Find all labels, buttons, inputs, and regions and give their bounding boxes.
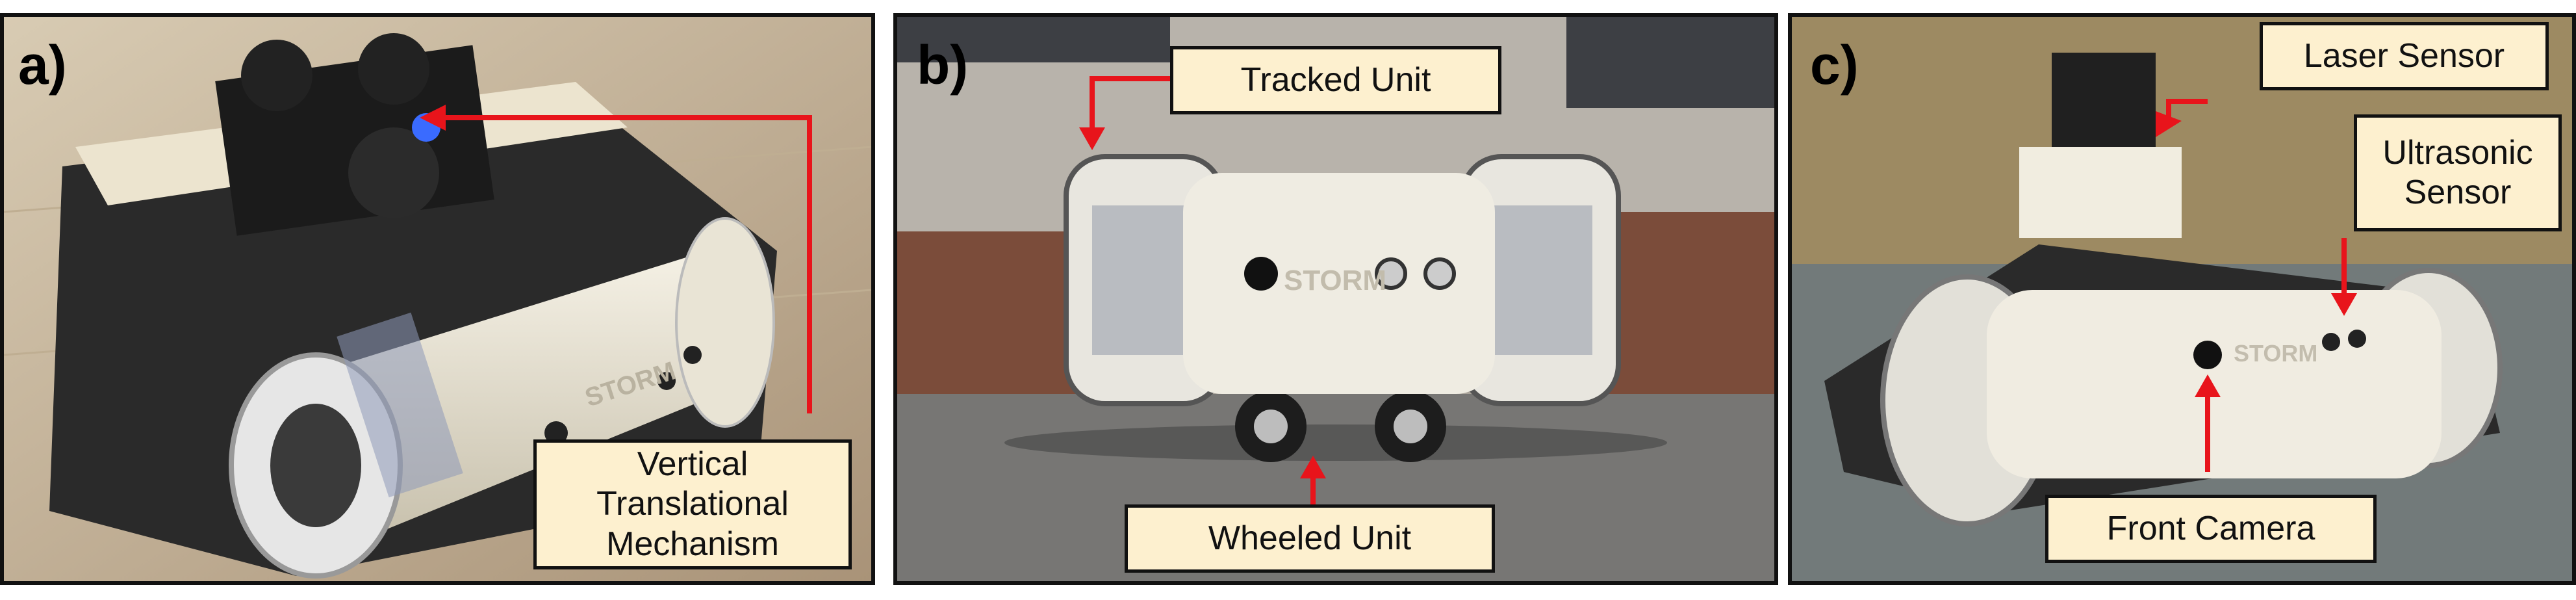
laser-sensor <box>2052 53 2156 153</box>
panel-b: STORM b) Tracked Unit Wheeled Unit <box>893 13 1778 585</box>
panel-c-label: c) <box>1810 34 1859 96</box>
callout-tracked-unit: Tracked Unit <box>1170 46 1501 114</box>
storm-logo: STORM <box>2234 340 2317 367</box>
robot-tube <box>1183 173 1495 394</box>
callout-laser-sensor: Laser Sensor <box>2260 22 2549 90</box>
panel-b-photo: STORM <box>897 17 1774 581</box>
camera-lens-icon <box>544 421 568 445</box>
panel-a: STORM a) Vertical Translational Mechanis… <box>0 13 875 585</box>
robot-tube <box>1987 290 2442 478</box>
callout-wheeled-unit: Wheeled Unit <box>1125 504 1495 573</box>
callout-ultrasonic-sensor: Ultrasonic Sensor <box>2354 114 2562 231</box>
arrow-tracked <box>1090 76 1170 131</box>
callout-vertical-mechanism: Vertical Translational Mechanism <box>533 439 852 569</box>
panel-a-label: a) <box>18 34 67 96</box>
front-camera-lens-icon <box>2193 341 2222 369</box>
wheeled-unit <box>1235 391 1446 462</box>
panel-b-label: b) <box>917 34 969 96</box>
panel-c: STORM c) Laser Sensor Ultrasonic Sensor … <box>1788 13 2576 585</box>
arrow-a <box>439 115 812 413</box>
tracked-unit <box>1064 154 1621 406</box>
storm-logo: STORM <box>1284 265 1386 296</box>
callout-front-camera: Front Camera <box>2045 495 2377 563</box>
camera-lens-icon <box>1244 257 1278 291</box>
